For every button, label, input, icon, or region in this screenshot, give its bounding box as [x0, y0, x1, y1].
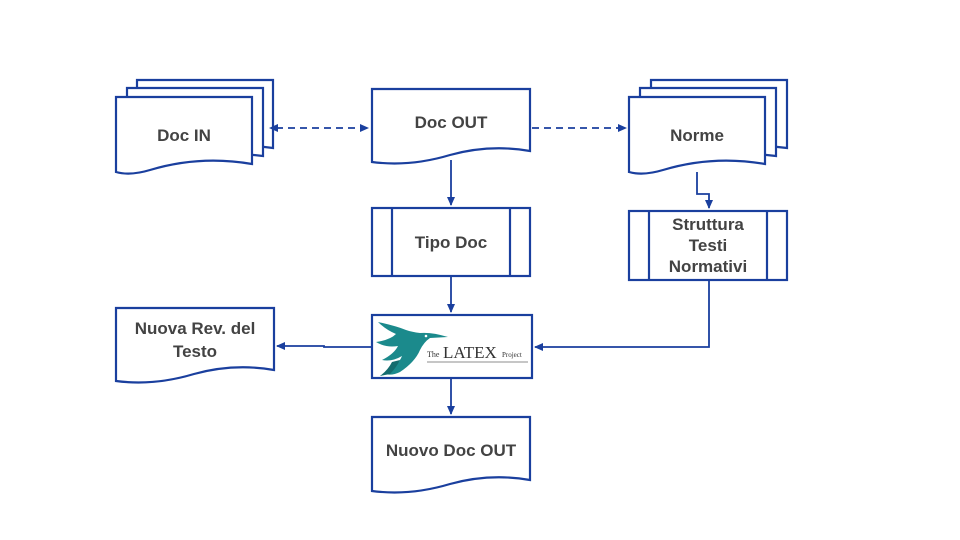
hummingbird-icon	[376, 322, 448, 376]
nuovo-doc-out-label: Nuovo Doc OUT	[386, 441, 517, 460]
nuova-rev-label-2: Testo	[173, 342, 217, 361]
logo-project-text: Project	[502, 351, 522, 359]
tipo-doc-label: Tipo Doc	[415, 233, 487, 252]
connector-norme-struttura	[696, 172, 713, 209]
nuova-rev-node: Nuova Rev. del Testo	[114, 306, 276, 384]
logo-the-text: The	[427, 350, 440, 359]
doc-out-node: Doc OUT	[370, 87, 532, 165]
logo-latex-text: LATEX	[443, 343, 497, 362]
latex-logo-node: The LATEX Project	[370, 313, 534, 380]
norme-node: Norme	[627, 78, 789, 175]
struttura-label-3: Normativi	[669, 257, 747, 276]
norme-label: Norme	[670, 126, 724, 145]
doc-in-label: Doc IN	[157, 126, 211, 145]
tipo-doc-node: Tipo Doc	[370, 206, 532, 278]
doc-out-label: Doc OUT	[415, 113, 488, 132]
nuova-rev-label-1: Nuova Rev. del	[135, 319, 256, 338]
struttura-label-1: Struttura	[672, 215, 744, 234]
doc-in-node: Doc IN	[114, 78, 275, 175]
connector-latex-nuovarev	[276, 342, 372, 350]
nuovo-doc-out-node: Nuovo Doc OUT	[370, 415, 532, 494]
struttura-node: Struttura Testi Normativi	[627, 209, 789, 282]
struttura-label-2: Testi	[689, 236, 727, 255]
connector-struttura-latex	[534, 280, 710, 351]
